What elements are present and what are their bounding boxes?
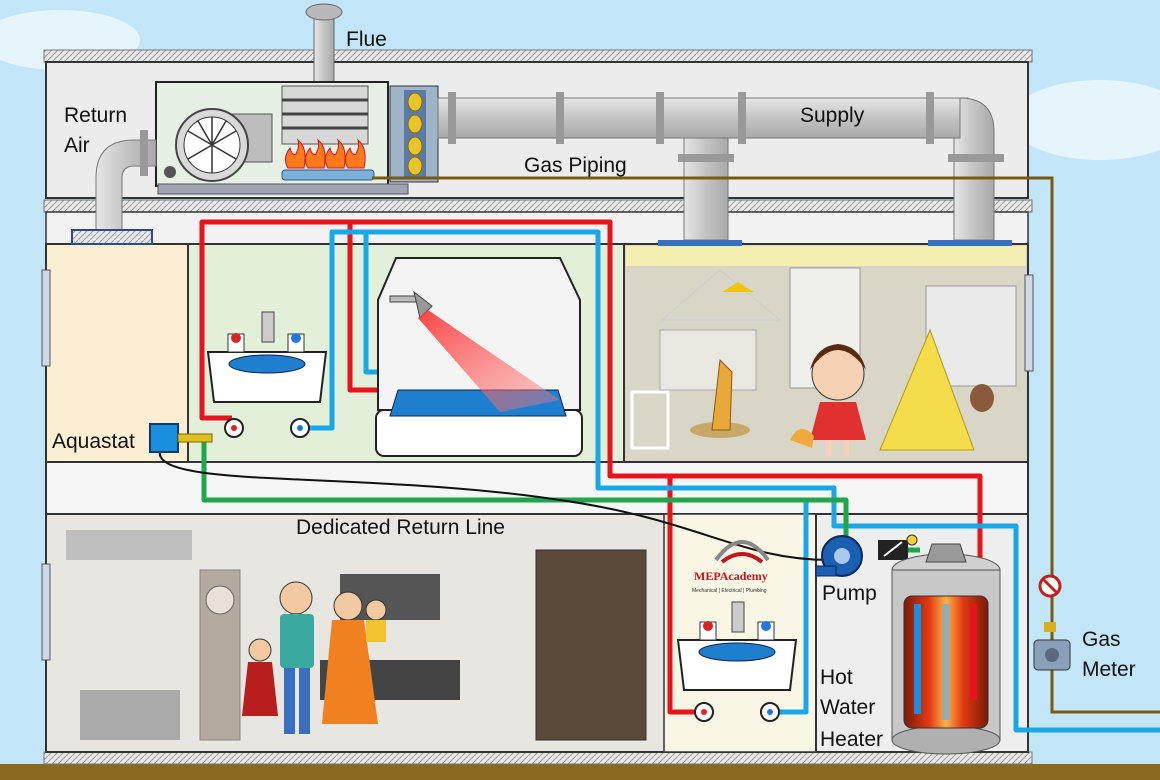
hot-water-heater-label-line2: Water [820, 696, 875, 719]
window [1024, 274, 1034, 372]
brand-tagline: Mechanical | Electrical | Plumbing [692, 588, 767, 594]
hot-water-heater-label-line1: Hot [820, 666, 853, 689]
gas-piping-label: Gas Piping [524, 154, 627, 177]
window [41, 563, 51, 661]
ground [0, 764, 1160, 780]
attic-floor-slab [43, 199, 1033, 213]
check-valve-icon [878, 534, 918, 560]
gas-meter-label-line1: Gas [1082, 628, 1121, 651]
gas-meter-label-line2: Meter [1082, 658, 1136, 681]
ceiling-plenum [45, 211, 1029, 245]
aquastat-wire [158, 449, 831, 561]
ground-floor-slab [43, 751, 1033, 765]
gas-piping [372, 176, 1160, 714]
water-heater-icon [891, 543, 1001, 755]
return-air-duct [71, 130, 157, 245]
sink-icon [676, 601, 798, 722]
pump-label: Pump [822, 582, 877, 605]
floor-slab [45, 461, 1029, 515]
supply-duct [437, 92, 1012, 246]
burner-flame-icon [157, 138, 409, 195]
supply-label: Supply [800, 104, 865, 127]
mep-academy-logo: MEPAcademy Mechanical | Electrical | Plu… [692, 540, 770, 594]
gas-meter-icon [1033, 622, 1071, 671]
gas-valve-icon [1038, 574, 1062, 598]
bedroom-illustration [626, 246, 1026, 451]
sink-icon [206, 311, 328, 438]
blower-fan-icon [164, 108, 273, 182]
roof-slab [43, 49, 1033, 63]
cloud [1010, 80, 1160, 160]
shower-head-icon [389, 290, 560, 412]
child-illustration [790, 344, 866, 456]
brand-name: MEPAcademy [694, 569, 768, 583]
aquastat-label: Aquastat [52, 430, 135, 453]
return-air-label-line1: Return [64, 104, 127, 127]
return-air-label-line2: Air [64, 134, 90, 157]
cooling-coil-icon [389, 85, 439, 183]
family-illustration [66, 530, 647, 741]
dedicated-return-line-label: Dedicated Return Line [296, 516, 505, 539]
flue-pipe [305, 3, 343, 89]
circulator-pump-icon [815, 535, 863, 577]
aquastat-icon [149, 423, 213, 453]
hot-water-heater-label-line3: Heater [820, 728, 883, 751]
laundry-room [663, 513, 817, 753]
window [41, 269, 51, 367]
flue-label: Flue [346, 28, 387, 51]
